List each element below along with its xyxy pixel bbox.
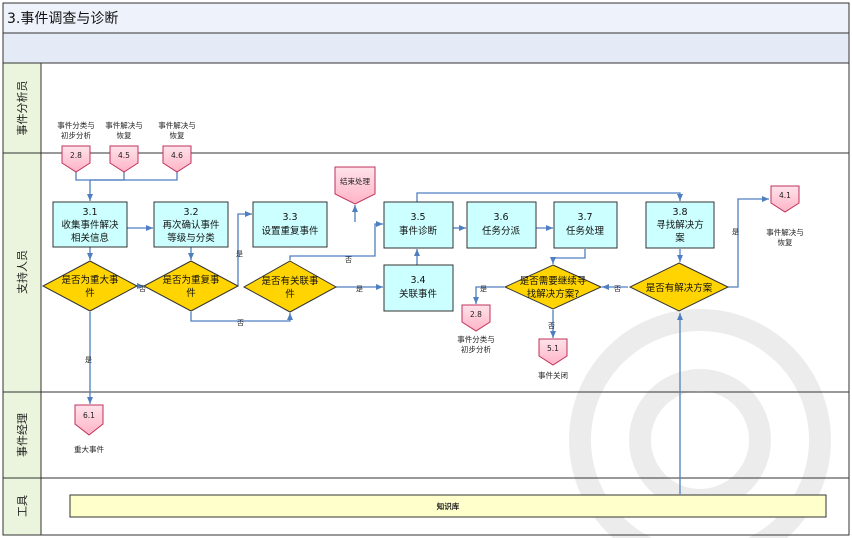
decision-continue-search: 是否需要继续寻 找解决方案?: [503, 264, 603, 310]
edge-label-yes: 是: [356, 285, 363, 293]
svg-text:3.2: 3.2: [183, 207, 198, 218]
svg-text:事件诊断: 事件诊断: [399, 225, 438, 237]
svg-text:寻找解决方: 寻找解决方: [656, 219, 704, 231]
svg-text:初步分析: 初步分析: [461, 344, 491, 354]
svg-text:3.8: 3.8: [672, 207, 687, 218]
svg-text:事件关闭: 事件关闭: [538, 370, 568, 380]
process-3-8: 3.8 寻找解决方 案: [645, 201, 715, 249]
svg-text:3.4: 3.4: [410, 275, 425, 286]
decision-has-solution: 是否有解决方案: [628, 262, 730, 312]
svg-text:是否有关联事: 是否有关联事: [261, 275, 319, 287]
lane-label-support: 支持人员: [15, 250, 29, 294]
process-3-7: 3.7 任务处理: [553, 201, 618, 249]
svg-text:找解决方案?: 找解决方案?: [527, 288, 580, 300]
svg-text:2.8: 2.8: [470, 310, 482, 319]
svg-text:关联事件: 关联事件: [399, 288, 438, 300]
subtitle-bar: [2, 32, 850, 64]
svg-text:收集事件解决: 收集事件解决: [61, 219, 119, 231]
edge-label-no: 否: [139, 285, 146, 293]
connector-4-1: 4.1 事件解决与 恢复: [766, 185, 804, 247]
title-bar: [2, 2, 850, 34]
lane-manager: 事件经理: [2, 391, 850, 479]
connector-end-processing: 结束处理: [334, 166, 376, 205]
edge-label-yes: 是: [732, 228, 739, 236]
svg-text:是否为重复事: 是否为重复事: [162, 274, 220, 286]
svg-text:4.1: 4.1: [779, 191, 791, 200]
svg-text:相关信息: 相关信息: [71, 232, 109, 244]
svg-text:事件分类与: 事件分类与: [57, 120, 95, 130]
decision-related-incident: 是否有关联事 件: [242, 260, 338, 313]
edge-label-yes: 是: [480, 285, 487, 293]
lane-label-manager: 事件经理: [16, 413, 29, 457]
lane-label-tools: 工具: [16, 495, 29, 517]
svg-text:任务处理: 任务处理: [566, 225, 605, 237]
connector-2-8-mid: 2.8 事件分类与 初步分析: [457, 304, 495, 354]
connector-5-1: 5.1 事件关闭: [538, 338, 568, 380]
svg-text:任务分派: 任务分派: [482, 225, 521, 237]
svg-text:4.5: 4.5: [118, 151, 130, 160]
decision-duplicate-incident: 是否为重复事 件: [142, 260, 240, 312]
svg-text:件: 件: [186, 287, 196, 299]
svg-text:4.6: 4.6: [171, 151, 183, 160]
svg-text:件: 件: [285, 288, 295, 300]
connector-4-5: 4.5 事件解决与 恢复: [105, 120, 143, 173]
lane-analyst: 事件分析员: [2, 62, 850, 154]
edge-labels: 否 是 是 否 否 是 是 否 否 是: [85, 228, 739, 364]
svg-text:是否为重大事: 是否为重大事: [61, 274, 119, 286]
edge-label-no: 否: [345, 256, 352, 264]
svg-text:设置重复事件: 设置重复事件: [261, 225, 319, 237]
page-title: 3.事件调查与诊断: [7, 11, 118, 27]
lane-support: 支持人员: [2, 152, 850, 393]
svg-text:3.1: 3.1: [82, 207, 97, 218]
svg-text:6.1: 6.1: [83, 411, 95, 420]
lane-label-analyst: 事件分析员: [15, 81, 29, 136]
svg-text:2.8: 2.8: [70, 151, 82, 160]
knowledge-base-bar: 知识库: [69, 494, 827, 518]
svg-text:恢复: 恢复: [117, 130, 132, 140]
process-3-1: 3.1 收集事件解决 相关信息: [52, 201, 128, 248]
svg-text:事件分类与: 事件分类与: [457, 334, 495, 344]
svg-text:恢复: 恢复: [778, 237, 793, 247]
knowledge-base-label: 知识库: [437, 501, 460, 511]
decision-major-incident: 是否为重大事 件: [41, 260, 139, 312]
connector-2-8-top: 2.8 事件分类与 初步分析: [57, 120, 95, 173]
lane-header-manager: [2, 391, 42, 479]
svg-text:恢复: 恢复: [170, 130, 185, 140]
svg-text:事件解决与: 事件解决与: [105, 120, 143, 130]
process-3-5: 3.5 事件诊断: [383, 201, 454, 249]
lane-tools: 工具: [2, 477, 850, 536]
connector-6-1: 6.1 重大事件: [74, 404, 104, 454]
svg-text:件: 件: [85, 287, 95, 299]
edge-label-yes: 是: [236, 250, 243, 258]
svg-text:等级与分类: 等级与分类: [167, 232, 215, 244]
connector-4-6: 4.6 事件解决与 恢复: [158, 120, 196, 173]
svg-text:3.5: 3.5: [410, 212, 425, 223]
lane-header-analyst: [2, 62, 42, 154]
svg-text:初步分析: 初步分析: [61, 130, 91, 140]
svg-text:5.1: 5.1: [547, 344, 559, 353]
svg-text:3.6: 3.6: [493, 212, 508, 223]
lane-header-support: [2, 152, 42, 393]
flow-edges: [75, 172, 769, 494]
svg-text:是否有解决方案: 是否有解决方案: [646, 282, 713, 294]
svg-text:3.7: 3.7: [577, 212, 592, 223]
svg-text:事件解决与: 事件解决与: [766, 227, 804, 237]
process-3-6: 3.6 任务分派: [466, 201, 537, 249]
svg-text:重大事件: 重大事件: [74, 444, 104, 454]
lane-header-tools: [2, 477, 42, 536]
process-3-4: 3.4 关联事件: [383, 264, 454, 312]
svg-text:是否需要继续寻: 是否需要继续寻: [520, 275, 587, 287]
process-3-2: 3.2 再次确认事件 等级与分类: [153, 201, 229, 248]
edge-label-no: 否: [237, 319, 244, 327]
svg-text:事件解决与: 事件解决与: [158, 120, 196, 130]
svg-text:结束处理: 结束处理: [340, 176, 370, 186]
svg-text:再次确认事件: 再次确认事件: [162, 219, 220, 231]
edge-label-no: 否: [548, 322, 555, 330]
edge-label-yes: 是: [85, 356, 92, 364]
svg-text:案: 案: [675, 232, 685, 244]
svg-text:3.3: 3.3: [282, 212, 297, 223]
edge-label-no: 否: [614, 285, 621, 293]
process-3-3: 3.3 设置重复事件: [252, 201, 328, 248]
